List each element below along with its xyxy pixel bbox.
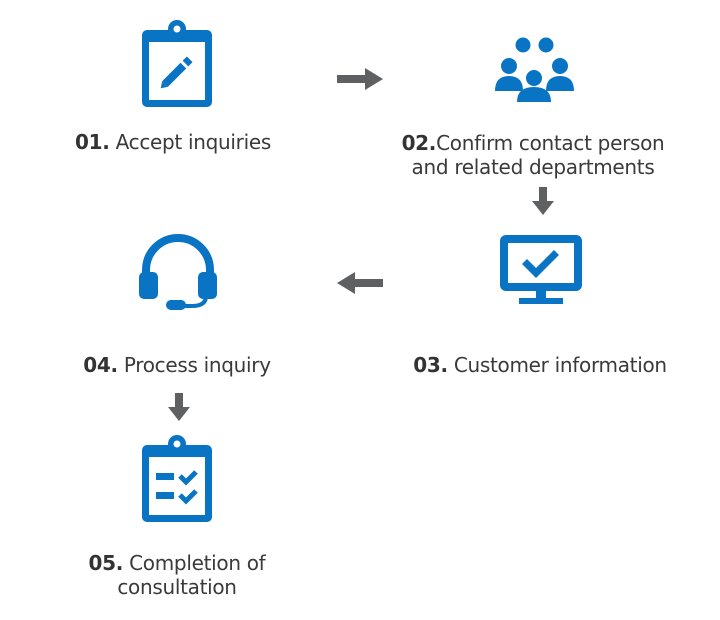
headset-icon xyxy=(138,232,218,312)
monitor-check-icon xyxy=(499,234,583,308)
step-text: Process inquiry xyxy=(123,353,271,377)
step-number: 04. xyxy=(83,353,118,377)
step-number: 05. xyxy=(88,551,124,575)
arrow-down-icon xyxy=(168,393,190,421)
arrow-right-icon xyxy=(337,68,383,90)
step-04-label: 04. Process inquiry xyxy=(52,353,302,377)
step-03-label: 03. Customer information xyxy=(395,353,685,377)
step-text: Confirm contact person xyxy=(436,131,665,155)
step-text: Completion of xyxy=(129,551,266,575)
step-number: 01. xyxy=(75,130,110,154)
step-text-line2: and related departments xyxy=(411,155,655,179)
step-01-label: 01. Accept inquiries xyxy=(48,130,298,154)
arrow-down-icon xyxy=(532,187,554,215)
people-group-icon xyxy=(494,36,574,102)
arrow-left-icon xyxy=(337,272,383,294)
step-number: 03. xyxy=(413,353,448,377)
step-02-label: 02.Confirm contact person and related de… xyxy=(388,131,678,179)
step-text: Customer information xyxy=(453,353,667,377)
step-05-label: 05. Completion of consultation xyxy=(52,551,302,599)
step-number: 02. xyxy=(401,131,437,155)
clipboard-checklist-icon xyxy=(138,435,216,525)
step-text: Accept inquiries xyxy=(115,130,272,154)
step-text-line2: consultation xyxy=(117,575,237,599)
clipboard-pencil-icon xyxy=(138,20,216,110)
